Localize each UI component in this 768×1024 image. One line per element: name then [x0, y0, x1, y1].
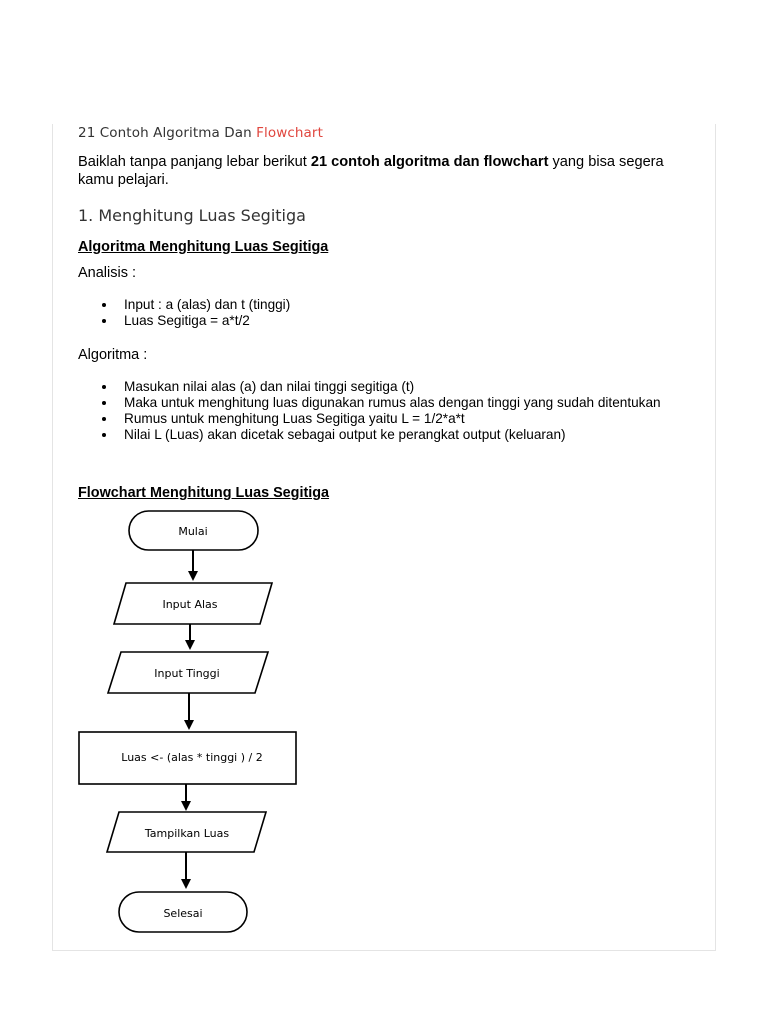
analisis-label: Analisis :	[78, 265, 137, 281]
list-item: Masukan nilai alas (a) dan nilai tinggi …	[78, 379, 661, 395]
document-frame	[52, 124, 716, 951]
end-label: Selesai	[163, 907, 202, 920]
list-item: Nilai L (Luas) akan dicetak sebagai outp…	[78, 427, 661, 443]
analisis-list: Input : a (alas) dan t (tinggi) Luas Seg…	[78, 297, 290, 329]
algoritma-list: Masukan nilai alas (a) dan nilai tinggi …	[78, 379, 661, 443]
list-item: Luas Segitiga = a*t/2	[78, 313, 290, 329]
document-title: 21 Contoh Algoritma Dan Flowchart	[78, 125, 323, 141]
list-item: Input : a (alas) dan t (tinggi)	[78, 297, 290, 313]
process-label: Luas <- (alas * tinggi ) / 2	[121, 751, 262, 764]
input-tinggi-label: Input Tinggi	[154, 667, 219, 680]
section-heading: 1. Menghitung Luas Segitiga	[78, 206, 306, 225]
intro-text-before: Baiklah tanpa panjang lebar berikut	[78, 154, 311, 170]
flowchart-link[interactable]: Flowchart	[256, 125, 323, 141]
intro-bold-text: 21 contoh algoritma dan flowchart	[310, 154, 549, 170]
intro-text-after: yang bisa segera kamu pelajari.	[78, 154, 664, 188]
list-item: Rumus untuk menghitung Luas Segitiga yai…	[78, 411, 661, 427]
flowchart-heading: Flowchart Menghitung Luas Segitiga	[78, 485, 330, 501]
title-prefix: 21 Contoh Algoritma Dan	[78, 125, 257, 141]
process-node: Luas <- (alas * tinggi ) / 2	[78, 731, 297, 785]
input-tinggi-node: Input Tinggi	[106, 651, 270, 694]
output-label: Tampilkan Luas	[144, 827, 229, 840]
start-terminal: Mulai	[128, 510, 259, 551]
input-alas-node: Input Alas	[112, 582, 274, 625]
start-label: Mulai	[178, 525, 207, 538]
list-item: Maka untuk menghitung luas digunakan rum…	[78, 395, 661, 411]
input-alas-label: Input Alas	[162, 598, 217, 611]
end-terminal: Selesai	[118, 891, 248, 933]
algoritma-heading: Algoritma Menghitung Luas Segitiga	[78, 239, 329, 255]
algoritma-label: Algoritma :	[78, 347, 148, 363]
output-node: Tampilkan Luas	[105, 811, 268, 853]
intro-paragraph: Baiklah tanpa panjang lebar berikut 21 c…	[78, 153, 678, 189]
